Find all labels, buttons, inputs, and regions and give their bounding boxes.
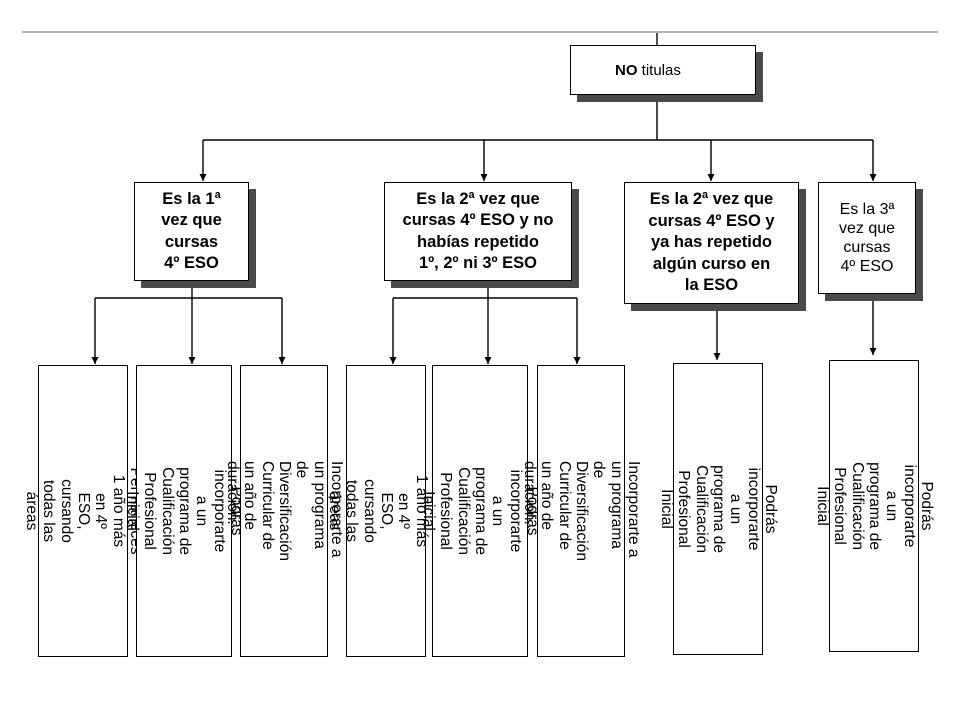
outcome-node: Podrás incorporarte a un programa de Cua… — [814, 360, 935, 652]
outcome-text: Podrás incorporarte a un programa de Cua… — [657, 465, 779, 553]
condition-node-3: Es la 2ª vez que cursas 4º ESO y ya has … — [624, 182, 799, 304]
condition-text: Es la 1ª vez que cursas 4º ESO — [161, 189, 222, 272]
outcome-text: Incorporarte a un programa de Diversific… — [520, 461, 642, 561]
top-rule — [22, 31, 938, 33]
root-node: NO titulas — [570, 45, 756, 95]
condition-node-4: Es la 3ª vez que cursas 4º ESO — [818, 182, 916, 294]
outcome-node: Podrás incorporarte a un programa de Cua… — [658, 363, 779, 655]
root-label-rest: titulas — [641, 61, 681, 79]
outcome-node: Permaneces 1 año más en 4º ESO, cursando… — [23, 365, 144, 657]
outcome-node: Permaneces 1 año más en 4º ESO, cursando… — [326, 365, 447, 657]
condition-text: Es la 3ª vez que cursas 4º ESO — [838, 200, 896, 276]
condition-node-2: Es la 2ª vez que cursas 4º ESO y no habí… — [384, 182, 572, 281]
outcome-text: Podrás incorporarte a un programa de Cua… — [813, 462, 935, 550]
outcome-node: Podrás incorporarte a un programa de Cua… — [124, 365, 245, 657]
outcome-node: Incorporarte a un programa de Diversific… — [521, 365, 642, 657]
condition-text: Es la 2ª vez que cursas 4º ESO y ya has … — [648, 190, 775, 295]
condition-node-1: Es la 1ª vez que cursas 4º ESO — [134, 182, 249, 281]
outcome-node: Podrás incorporarte a un programa de Cua… — [420, 365, 541, 657]
condition-text: Es la 2ª vez que cursas 4º ESO y no habí… — [402, 189, 554, 272]
root-label-bold: NO — [615, 61, 638, 79]
outcome-node: Incorporarte a un programa de Diversific… — [224, 365, 345, 657]
